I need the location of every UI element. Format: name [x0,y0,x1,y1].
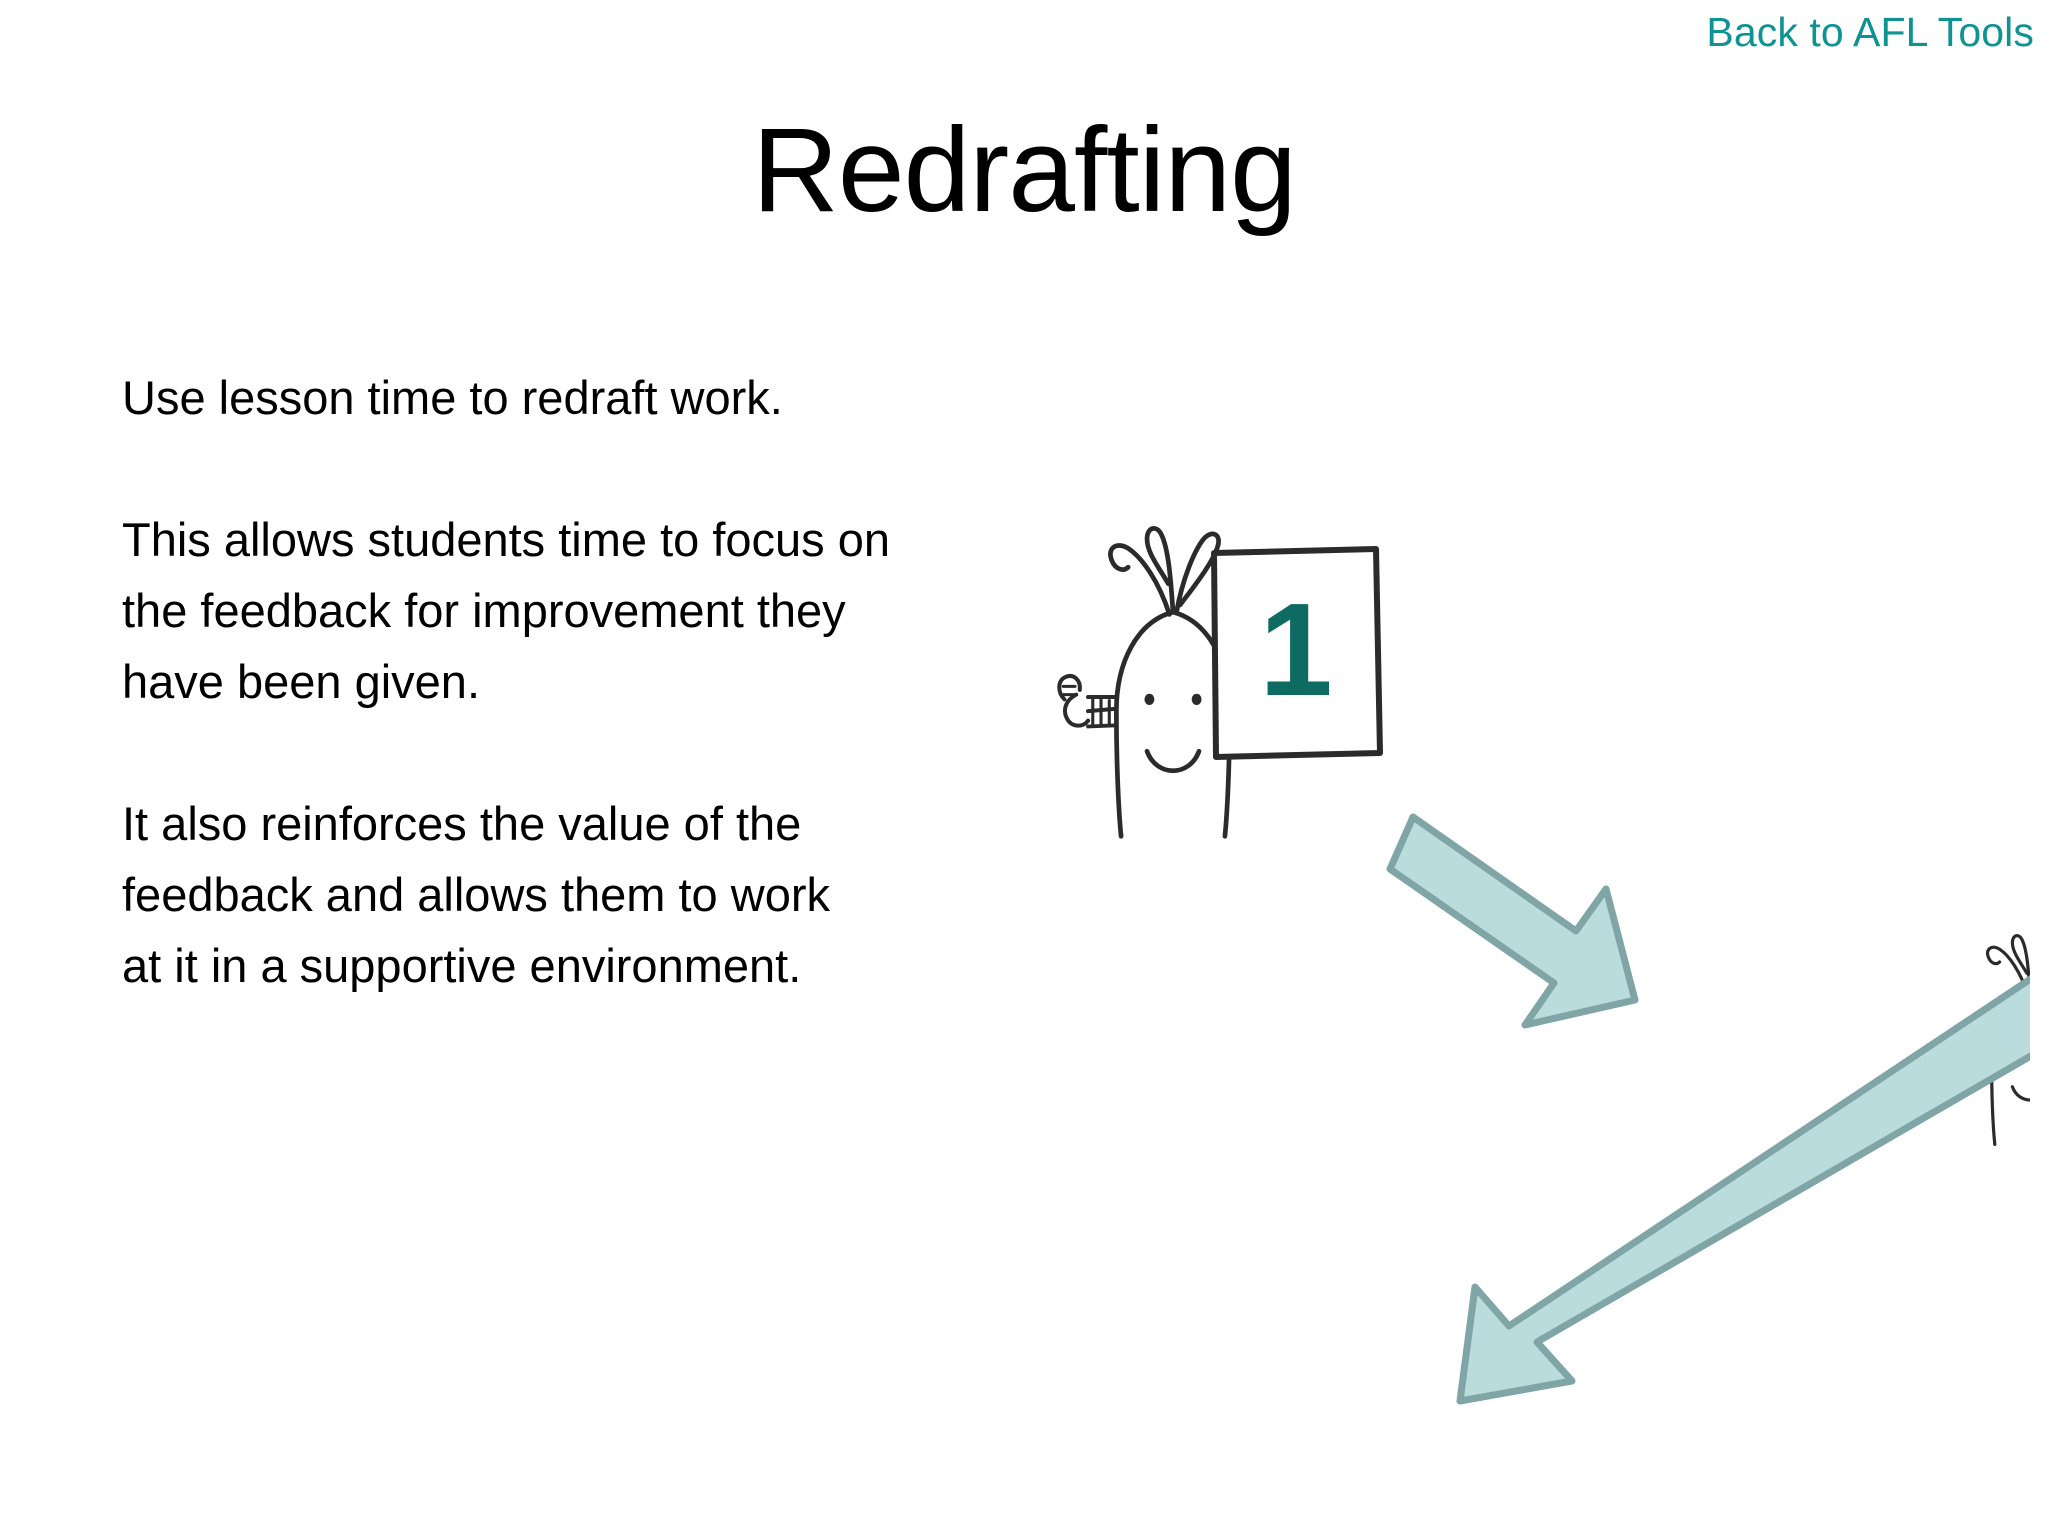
redrafting-process-illustration: 1 2 [1020,490,2030,1500]
back-to-afl-tools-link[interactable]: Back to AFL Tools [1706,9,2034,55]
illustration-svg: 1 2 [1020,490,2030,1405]
card-1-number: 1 [1259,576,1332,723]
step-1-figure: 1 [1059,528,1383,836]
page-title: Redrafting [752,103,1297,237]
arrow-step-2-to-3 [1456,975,2030,1405]
body-copy: Use lesson time to redraft work. This al… [122,362,1022,1001]
arrow-step-1-to-2 [1386,813,1639,1029]
paragraph-2: This allows students time to focus on th… [122,513,891,708]
card-1: 1 [1211,546,1383,760]
paragraph-1: Use lesson time to redraft work. [122,371,783,424]
paragraph-3: It also reinforces the value of the feed… [122,797,830,992]
